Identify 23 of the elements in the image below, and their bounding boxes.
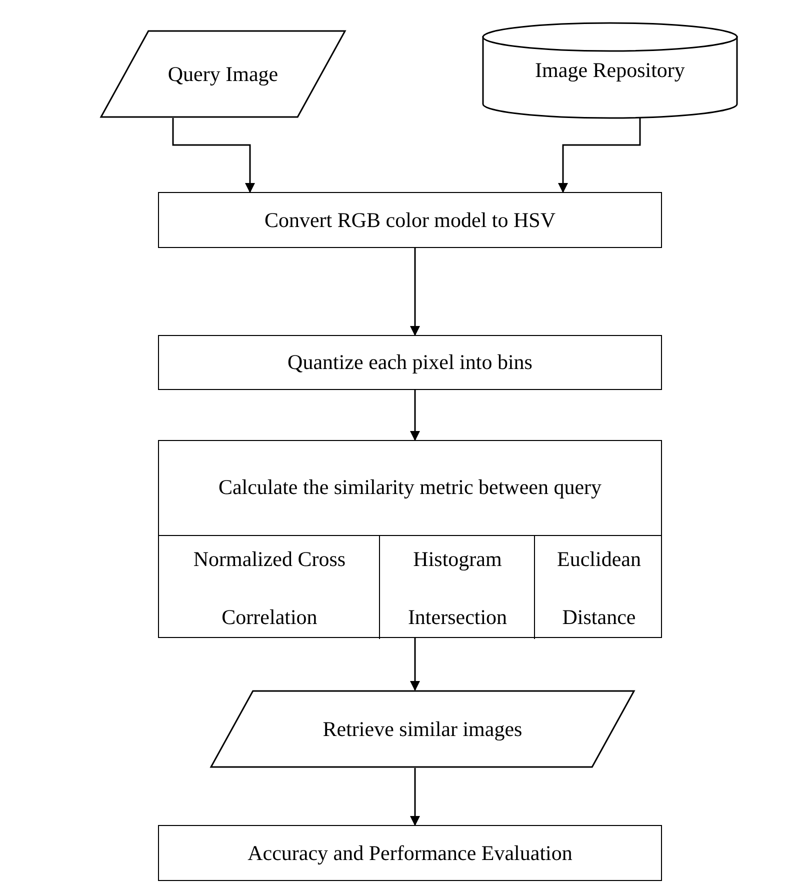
arrow [558, 118, 641, 193]
node-text: Histogram Intersection [406, 546, 508, 630]
node-text: Accuracy and Performance Evaluation [248, 840, 572, 866]
node-text: Retrieve similar images [322, 716, 522, 742]
arrow [410, 768, 420, 826]
arrow [172, 118, 255, 193]
node-text: Quantize each pixel into bins [288, 349, 532, 376]
node-text: Convert RGB color model to HSV [264, 206, 556, 234]
node-text: Euclidean Distance [556, 546, 642, 630]
input-parallelogram [100, 30, 346, 118]
node-text: Query Image [168, 60, 278, 88]
arrow [410, 390, 420, 441]
arrow [410, 638, 420, 691]
arrow [410, 248, 420, 336]
node-text: Image Repository [535, 56, 685, 84]
database-cylinder [482, 22, 738, 118]
node-text: Normalized Cross Correlation [192, 546, 347, 630]
output-parallelogram [210, 690, 635, 768]
process-box [158, 440, 662, 638]
box-heading: Calculate the similarity metric between query [218, 474, 602, 502]
process-box [158, 335, 662, 390]
process-box [158, 192, 662, 248]
process-box [158, 825, 662, 881]
